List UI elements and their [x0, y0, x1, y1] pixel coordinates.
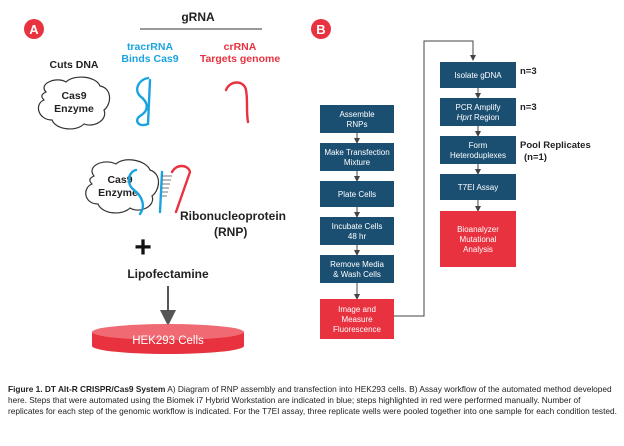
right-step-note-3-2: (n=1) — [524, 152, 547, 163]
right-step-label-3-2: Heteroduplexes — [450, 151, 506, 160]
rnp-cas9-label-1: Cas9 — [107, 174, 132, 186]
right-step-label-1-1: Isolate gDNA — [454, 71, 502, 80]
rnp-base-pairs — [162, 175, 172, 197]
caption-text: A) Diagram of RNP assembly and transfect… — [8, 384, 617, 416]
right-step-box-5 — [440, 211, 516, 267]
right-step-label-5-2: Mutational — [460, 235, 497, 244]
plus-sign: + — [134, 231, 152, 264]
left-step-box-5 — [320, 255, 394, 283]
cas9-enzyme-label-2: Enzyme — [54, 103, 94, 115]
left-step-box-1 — [320, 105, 394, 133]
right-step-label-3-1: Form — [469, 141, 488, 150]
left-step-label-6-1: Image and — [338, 305, 376, 314]
rnp-crrna-shape — [170, 164, 192, 214]
right-step-note-2-1: n=3 — [520, 102, 537, 113]
crrna-shape — [224, 81, 250, 124]
right-step-box-1 — [440, 62, 516, 88]
left-step-label-4-1: Incubate Cells — [332, 222, 383, 231]
left-step-label-2-1: Make Transfection — [324, 148, 389, 157]
badge-a-circle — [24, 19, 44, 39]
left-step-label-4-2: 48 hr — [348, 232, 367, 241]
caption-title: Figure 1. DT Alt-R CRISPR/Cas9 System — [8, 384, 166, 394]
tracrrna-label-2: Binds Cas9 — [121, 53, 178, 65]
cas9-enzyme-shape — [37, 76, 111, 130]
badge-a-label: A — [29, 22, 39, 37]
right-step-box-3 — [440, 136, 516, 164]
cuts-dna-label: Cuts DNA — [50, 59, 99, 71]
left-step-box-3 — [320, 181, 394, 207]
right-step-box-4 — [440, 174, 516, 200]
rnp-label-1: Ribonucleoprotein — [180, 209, 286, 223]
right-step-label-2-2: Hprt Region — [457, 113, 500, 122]
grna-label: gRNA — [181, 10, 215, 24]
rnp-cas9-label-2: Enzyme — [98, 187, 138, 199]
tracrrna-label-1: tracrRNA — [127, 41, 174, 53]
rnp-cas9-shape — [85, 159, 160, 214]
rnp-label-2: (RNP) — [214, 225, 247, 239]
left-step-label-1-2: RNPs — [347, 120, 368, 129]
right-step-label-2-1: PCR Amplify — [456, 103, 501, 112]
left-step-label-6-2: Measure — [341, 315, 373, 324]
right-step-label-5-1: Bioanalyzer — [457, 225, 499, 234]
panel-a: A gRNA tracrRNA Binds Cas9 crRNA Targets… — [24, 10, 286, 354]
figure-caption: Figure 1. DT Alt-R CRISPR/Cas9 System A)… — [8, 384, 618, 417]
tracrrna-shape — [136, 76, 152, 127]
right-step-note-3-1: Pool Replicates — [520, 140, 591, 151]
left-step-label-1-1: Assemble — [339, 110, 375, 119]
hek293-cells-label: HEK293 Cells — [132, 335, 204, 347]
right-step-label-4-1: T7EI Assay — [458, 183, 498, 192]
right-step-box-2 — [440, 98, 516, 126]
crrna-label-2: Targets genome — [200, 53, 280, 65]
workflow-connector — [394, 40, 476, 317]
cas9-enzyme-label-1: Cas9 — [61, 90, 86, 102]
left-step-label-2-2: Mixture — [344, 158, 371, 167]
right-step-label-5-3: Analysis — [463, 245, 493, 254]
lipofectamine-label: Lipofectamine — [127, 267, 209, 281]
right-step-note-1-1: n=3 — [520, 66, 537, 77]
left-step-label-3-1: Plate Cells — [338, 190, 376, 199]
badge-b-label: B — [316, 22, 325, 37]
left-step-label-6-3: Fluorescence — [333, 325, 382, 334]
crrna-label-1: crRNA — [224, 41, 257, 53]
left-step-box-2 — [320, 143, 394, 171]
left-step-label-5-1: Remove Media — [330, 260, 384, 269]
left-step-box-4 — [320, 217, 394, 245]
left-step-box-6 — [320, 299, 394, 339]
rnp-tracrrna-shape — [127, 168, 164, 216]
badge-b-circle — [311, 19, 331, 39]
left-step-label-5-2: & Wash Cells — [333, 270, 381, 279]
hek293-cells-dish — [92, 324, 244, 354]
